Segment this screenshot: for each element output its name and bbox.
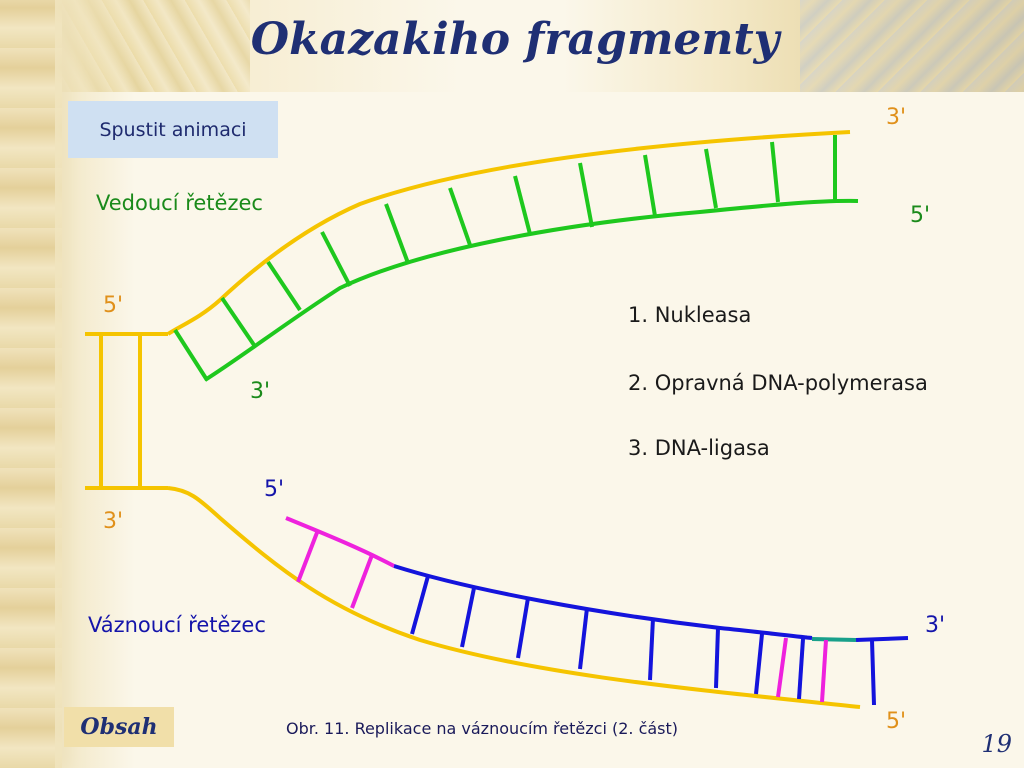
upper-template-strand [166, 130, 851, 336]
leading-rung [578, 162, 594, 228]
lagging-rung [578, 607, 589, 670]
leading-rung [266, 260, 302, 312]
lagging-rung [754, 633, 764, 695]
primer-rung [296, 529, 320, 583]
lagging-rung [648, 617, 655, 681]
figure-caption: Obr. 11. Replikace na váznoucím řetězci … [286, 719, 679, 738]
end-label-left-top: 5' [103, 293, 123, 318]
lagging-rung [410, 575, 430, 635]
lower-template-strand [167, 486, 861, 709]
rna-primer-segment [285, 516, 395, 568]
leading-rung [384, 203, 410, 264]
lagging-rung [460, 587, 476, 648]
step-ligasa: 3. DNA-ligasa [628, 436, 770, 460]
leading-rung [320, 231, 352, 287]
leading-strand [203, 198, 859, 382]
leading-strand-rungs [173, 135, 837, 382]
leading-rung [448, 187, 472, 246]
primer-rung [350, 554, 374, 609]
leading-strand-label: Vedoucí řetězec [96, 191, 263, 215]
leading-rung [173, 328, 209, 382]
end-label-top-right: 3' [886, 105, 906, 130]
lagging-dna-segment [393, 564, 813, 640]
lagging-rung [797, 638, 805, 700]
header-decoration-right [800, 0, 1024, 92]
step-nukleasa: 1. Nukleasa [628, 303, 751, 327]
primer-rung [820, 639, 828, 703]
left-decorative-strip [0, 0, 62, 768]
end-label-green-right: 5' [910, 203, 930, 228]
end-label-left-bottom: 3' [103, 509, 123, 534]
leading-rung [513, 175, 532, 235]
leading-rung [220, 296, 256, 347]
end-label-lower-left: 5' [264, 477, 284, 502]
primer-rung [776, 637, 788, 698]
lagging-rung [870, 639, 876, 706]
end-label-green-left: 3' [250, 379, 270, 404]
end-label-lower-right: 3' [925, 613, 945, 638]
lagging-rung [516, 597, 530, 659]
leading-rung [704, 148, 718, 209]
step-polymerasa: 2. Opravná DNA-polymerasa [628, 371, 928, 395]
lagging-strand-label: Váznoucí řetězec [88, 613, 266, 637]
contents-nav-button[interactable]: Obsah [64, 707, 174, 747]
leading-rung [770, 141, 780, 203]
lagging-strand-rungs [296, 529, 876, 706]
leading-rung [643, 154, 657, 217]
slide-title: Okazakiho fragmenty [250, 14, 780, 65]
page-number: 19 [981, 730, 1012, 758]
lagging-next-fragment [855, 636, 909, 642]
end-label-bottom-right: 5' [886, 709, 906, 734]
start-animation-button[interactable]: Spustit animaci [68, 101, 278, 158]
lagging-rung [714, 627, 720, 689]
ligase-junction [811, 637, 857, 642]
